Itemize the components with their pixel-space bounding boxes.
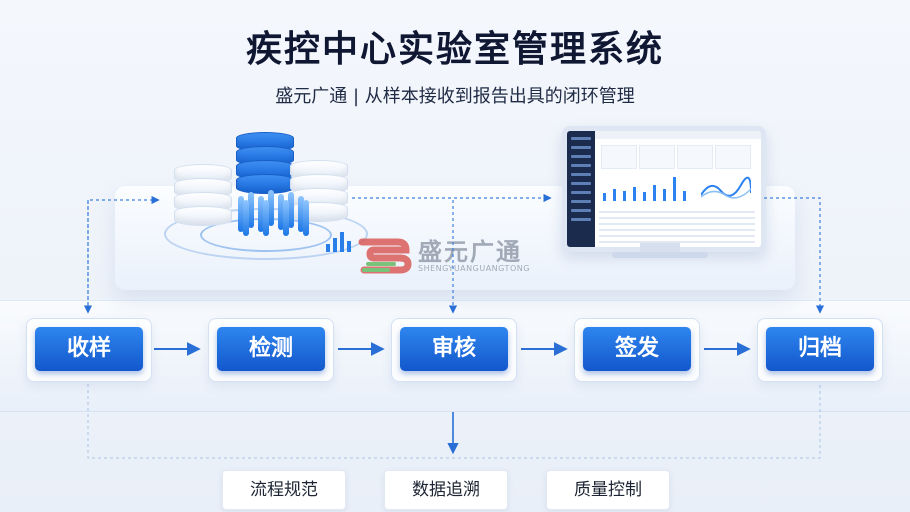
- test-tube-rack: [238, 188, 314, 236]
- monitor-stand: [640, 243, 680, 253]
- feature-tag-traceability: 数据追溯: [384, 470, 508, 510]
- watermark-pinyin: SHENGYUANGUANGTONG: [418, 264, 530, 273]
- database-illustration: [160, 130, 390, 260]
- step-review: 审核: [400, 327, 508, 371]
- watermark-brand: 盛元广通: [418, 238, 522, 266]
- dashboard-wave-chart: [701, 176, 751, 199]
- step-archive: 归档: [766, 327, 874, 371]
- dashboard-bar-chart: [599, 173, 697, 201]
- dashboard-monitor: [562, 126, 766, 252]
- database-cylinder-right: [290, 160, 348, 222]
- brand-logo-icon: [358, 238, 412, 274]
- monitor-base: [612, 252, 708, 258]
- step-test: 检测: [217, 327, 325, 371]
- database-cylinder-left: [174, 164, 232, 226]
- feature-tag-quality: 质量控制: [546, 470, 670, 510]
- bar-chart-icon: [326, 228, 356, 252]
- database-cylinder-center: [236, 132, 294, 194]
- step-box-5: 归档: [757, 318, 883, 382]
- step-box-3: 审核: [391, 318, 517, 382]
- brand-watermark: 盛元广通 SHENGYUANGUANGTONG: [354, 232, 560, 278]
- step-issue: 签发: [583, 327, 691, 371]
- step-box-4: 签发: [574, 318, 700, 382]
- feature-tag-process: 流程规范: [222, 470, 346, 510]
- step-box-1: 收样: [26, 318, 152, 382]
- page-title: 疾控中心实验室管理系统: [245, 29, 664, 70]
- step-box-2: 检测: [208, 318, 334, 382]
- page-subtitle: 盛元广通 | 从样本接收到报告出具的闭环管理: [275, 86, 635, 107]
- step-receive: 收样: [35, 327, 143, 371]
